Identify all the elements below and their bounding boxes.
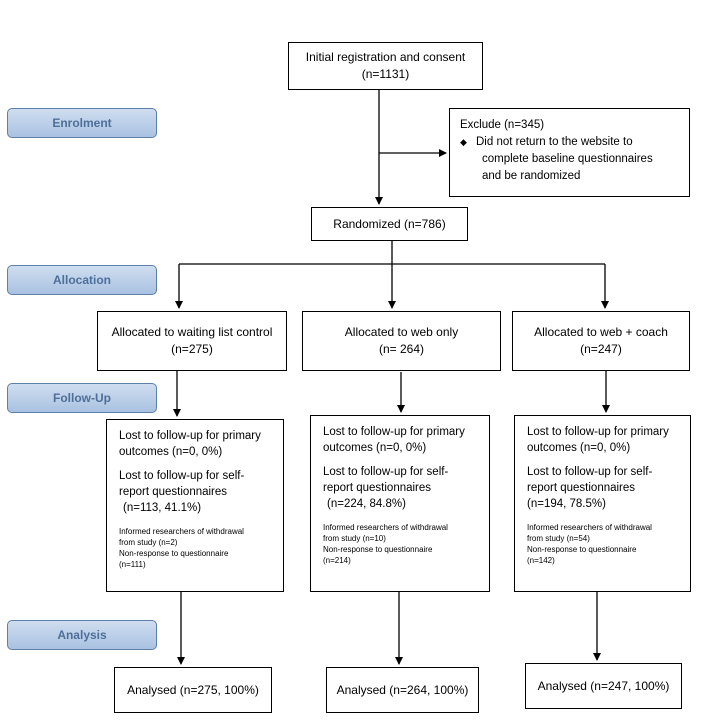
exclude-bullet-line3: and be randomized <box>482 170 581 182</box>
lost-primary-line2: outcomes (n=0, 0%) <box>119 446 223 458</box>
lost-self-line2: report questionnaires <box>527 482 636 494</box>
registration-line1: Initial registration and consent <box>305 50 466 64</box>
withdrawal-line1: Informed researchers of withdrawal <box>323 523 448 532</box>
registration-count: (n=1131) <box>361 67 410 81</box>
diamond-bullet-icon: ◆ <box>460 137 467 147</box>
stage-allocation: Allocation <box>7 265 157 295</box>
lost-self-line2: report questionnaires <box>119 486 228 498</box>
allocation-box-web-only: Allocated to web only (n= 264) <box>302 311 501 371</box>
lost-self-line1: Lost to follow-up for self- <box>323 466 449 478</box>
withdrawal-line2: from study (n=10) <box>323 534 386 543</box>
nonresponse-line1: Non-response to questionnaire <box>527 545 637 554</box>
exclude-title: Exclude (n=345) <box>460 119 545 131</box>
lost-primary-line1: Lost to follow-up for primary <box>527 426 669 438</box>
exclude-bullet-line1: Did not return to the website to <box>476 136 633 148</box>
analysed-box-control: Analysed (n=275, 100%) <box>114 667 272 713</box>
exclude-bullet-line2: complete baseline questionnaires <box>482 153 653 165</box>
withdrawal-line2: from study (n=2) <box>119 538 178 547</box>
nonresponse-line1: Non-response to questionnaire <box>119 549 229 558</box>
nonresponse-line2: (n=214) <box>323 556 351 565</box>
lost-self-line2: report questionnaires <box>323 482 432 494</box>
lost-primary-line1: Lost to follow-up for primary <box>119 430 261 442</box>
analysed-box-web-coach: Analysed (n=247, 100%) <box>525 663 682 709</box>
lost-primary-line2: outcomes (n=0, 0%) <box>527 442 631 454</box>
stage-enrolment: Enrolment <box>7 108 157 138</box>
lost-self-line3: (n=224, 84.8%) <box>327 498 406 510</box>
allocation-count: (n= 264) <box>378 342 425 356</box>
withdrawal-line2: from study (n=54) <box>527 534 590 543</box>
followup-box-control: Lost to follow-up for primary outcomes (… <box>106 419 284 592</box>
lost-self-line3: (n=194, 78.5%) <box>527 498 606 510</box>
allocation-label: Allocated to waiting list control <box>111 325 273 339</box>
exclude-bullet: ◆ Did not return to the website to <box>460 134 679 151</box>
stage-analysis: Analysis <box>7 620 157 650</box>
exclude-box: Exclude (n=345) ◆ Did not return to the … <box>449 108 690 197</box>
allocation-box-web-coach: Allocated to web + coach (n=247) <box>512 311 690 371</box>
followup-box-web-only: Lost to follow-up for primary outcomes (… <box>310 415 490 592</box>
withdrawal-line1: Informed researchers of withdrawal <box>527 523 652 532</box>
allocation-box-control: Allocated to waiting list control (n=275… <box>97 311 287 371</box>
allocation-count: (n=275) <box>171 342 213 356</box>
analysed-box-web-only: Analysed (n=264, 100%) <box>326 667 479 713</box>
stage-followup: Follow-Up <box>7 383 157 413</box>
allocation-count: (n=247) <box>580 342 622 356</box>
analysed-label: Analysed (n=275, 100%) <box>127 682 259 697</box>
lost-self-line3: (n=113, 41.1%) <box>123 502 202 514</box>
analysed-label: Analysed (n=264, 100%) <box>336 682 469 697</box>
withdrawal-line1: Informed researchers of withdrawal <box>119 527 244 536</box>
allocation-label: Allocated to web + coach <box>534 325 668 339</box>
lost-primary-line2: outcomes (n=0, 0%) <box>323 442 427 454</box>
followup-box-web-coach: Lost to follow-up for primary outcomes (… <box>514 415 691 592</box>
lost-self-line1: Lost to follow-up for self- <box>119 470 245 482</box>
nonresponse-line1: Non-response to questionnaire <box>323 545 433 554</box>
lost-primary-line1: Lost to follow-up for primary <box>323 426 465 438</box>
registration-box: Initial registration and consent (n=1131… <box>288 42 483 90</box>
allocation-label: Allocated to web only <box>344 325 459 339</box>
nonresponse-line2: (n=142) <box>527 556 555 565</box>
lost-self-line1: Lost to follow-up for self- <box>527 466 653 478</box>
nonresponse-line2: (n=111) <box>119 560 146 569</box>
analysed-label: Analysed (n=247, 100%) <box>537 678 670 693</box>
randomized-label: Randomized (n=786) <box>333 216 446 231</box>
randomized-box: Randomized (n=786) <box>311 207 468 241</box>
